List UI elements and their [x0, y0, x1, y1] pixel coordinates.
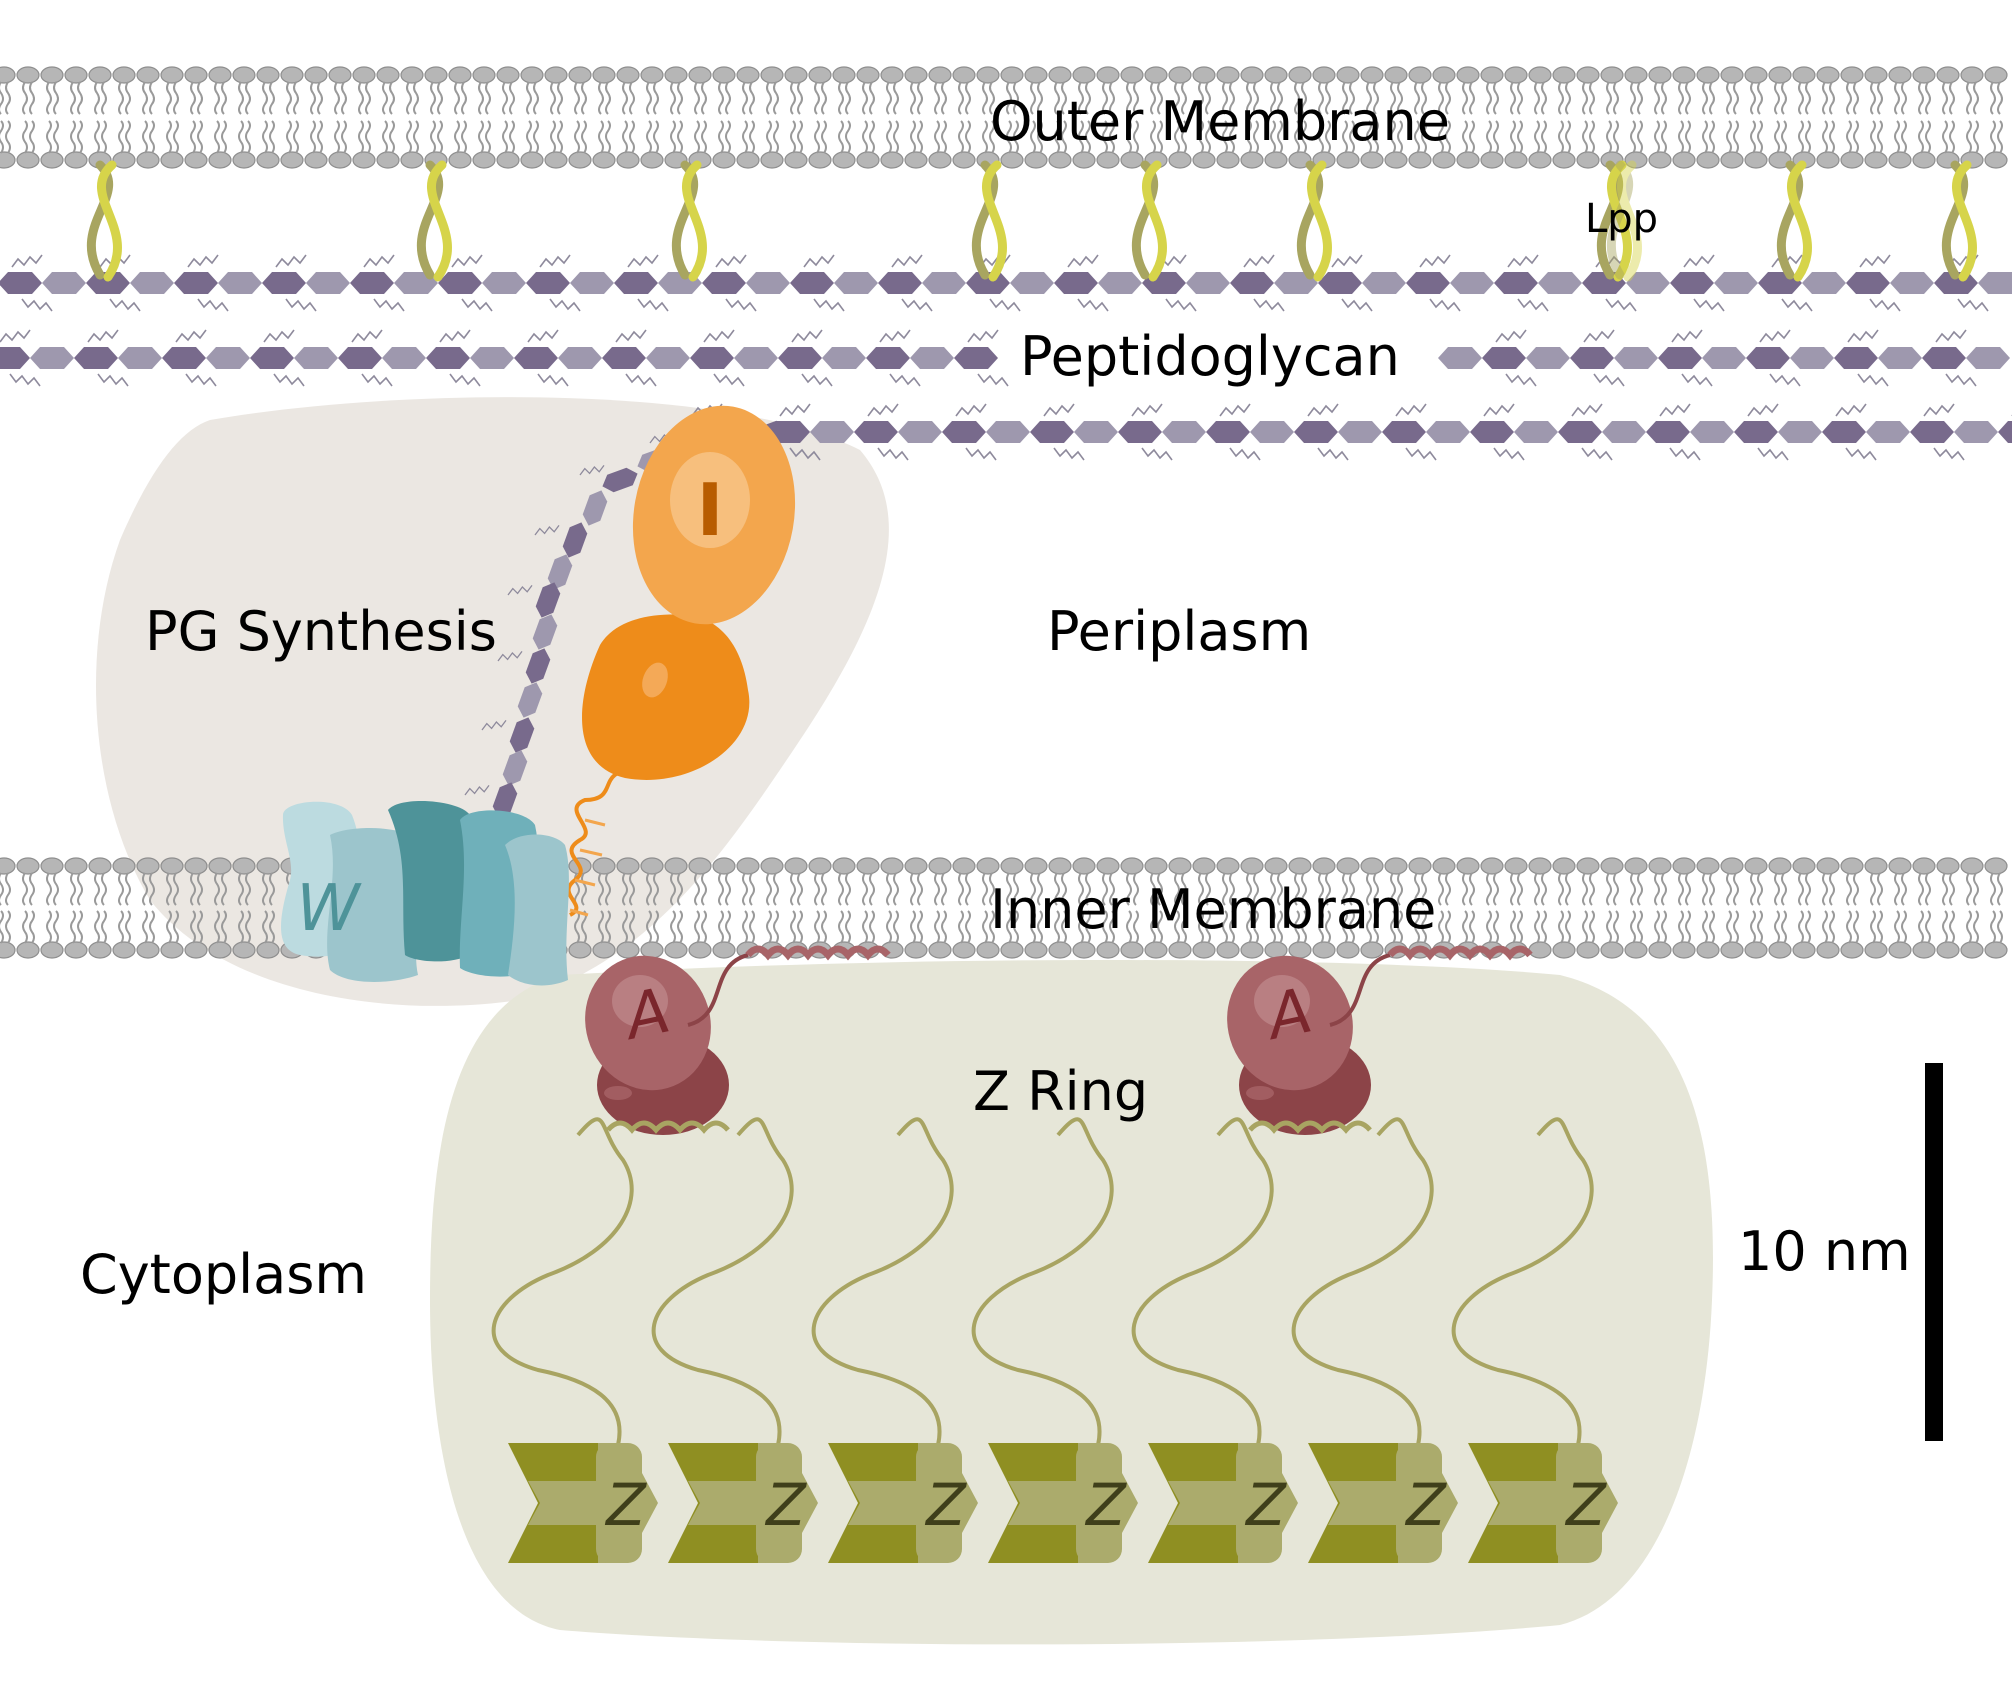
ftsz-letter: Z — [604, 1471, 647, 1539]
ftsw-letter: W — [296, 872, 362, 946]
periplasm-label: Periplasm — [1047, 600, 1311, 663]
ftsw-protein: W — [280, 800, 569, 986]
scale-bar — [1925, 1063, 1943, 1441]
ftsi-protein: I — [566, 405, 796, 917]
ftsz-tether — [1451, 1117, 1594, 1446]
z-ring-assembly: A A Z Z Z Z Z Z Z — [491, 934, 1618, 1563]
ftsz-tether — [971, 1117, 1114, 1446]
outer-membrane-label: Outer Membrane — [990, 90, 1450, 153]
ftsz-letter: Z — [924, 1471, 967, 1539]
scale-bar-label: 10 nm — [1738, 1220, 1911, 1283]
ftsz-letter: Z — [1084, 1471, 1127, 1539]
ftsz-protein: Z — [1308, 1443, 1458, 1563]
ftsz-letter: Z — [1404, 1471, 1447, 1539]
ftsa-protein: A — [563, 934, 891, 1137]
ftsz-protein: Z — [1468, 1443, 1618, 1563]
ftsz-protein: Z — [668, 1443, 818, 1563]
ftsz-letter: Z — [1564, 1471, 1607, 1539]
ftsz-protein: Z — [1148, 1443, 1298, 1563]
ftsz-tether — [811, 1117, 954, 1446]
pg-synthesis-label: PG Synthesis — [145, 600, 497, 663]
z-ring-label: Z Ring — [973, 1060, 1148, 1123]
ftsz-tether — [491, 1117, 634, 1446]
ftsz-letter: Z — [1244, 1471, 1287, 1539]
cytoplasm-label: Cytoplasm — [80, 1243, 367, 1306]
ftsz-tether — [651, 1117, 794, 1446]
ftsi-letter: I — [697, 468, 724, 552]
inner-membrane-label: Inner Membrane — [990, 878, 1436, 941]
peptidoglycan-label: Peptidoglycan — [1020, 325, 1400, 388]
ftsa-protein: A — [1205, 934, 1533, 1137]
ftsz-tether — [1131, 1117, 1274, 1446]
ftsz-protein: Z — [988, 1443, 1138, 1563]
ftsz-tether — [1291, 1117, 1434, 1446]
lpp-label: Lpp — [1585, 196, 1658, 242]
ftsz-protein: Z — [508, 1443, 658, 1563]
ftsz-protein: Z — [828, 1443, 978, 1563]
ftsz-letter: Z — [764, 1471, 807, 1539]
